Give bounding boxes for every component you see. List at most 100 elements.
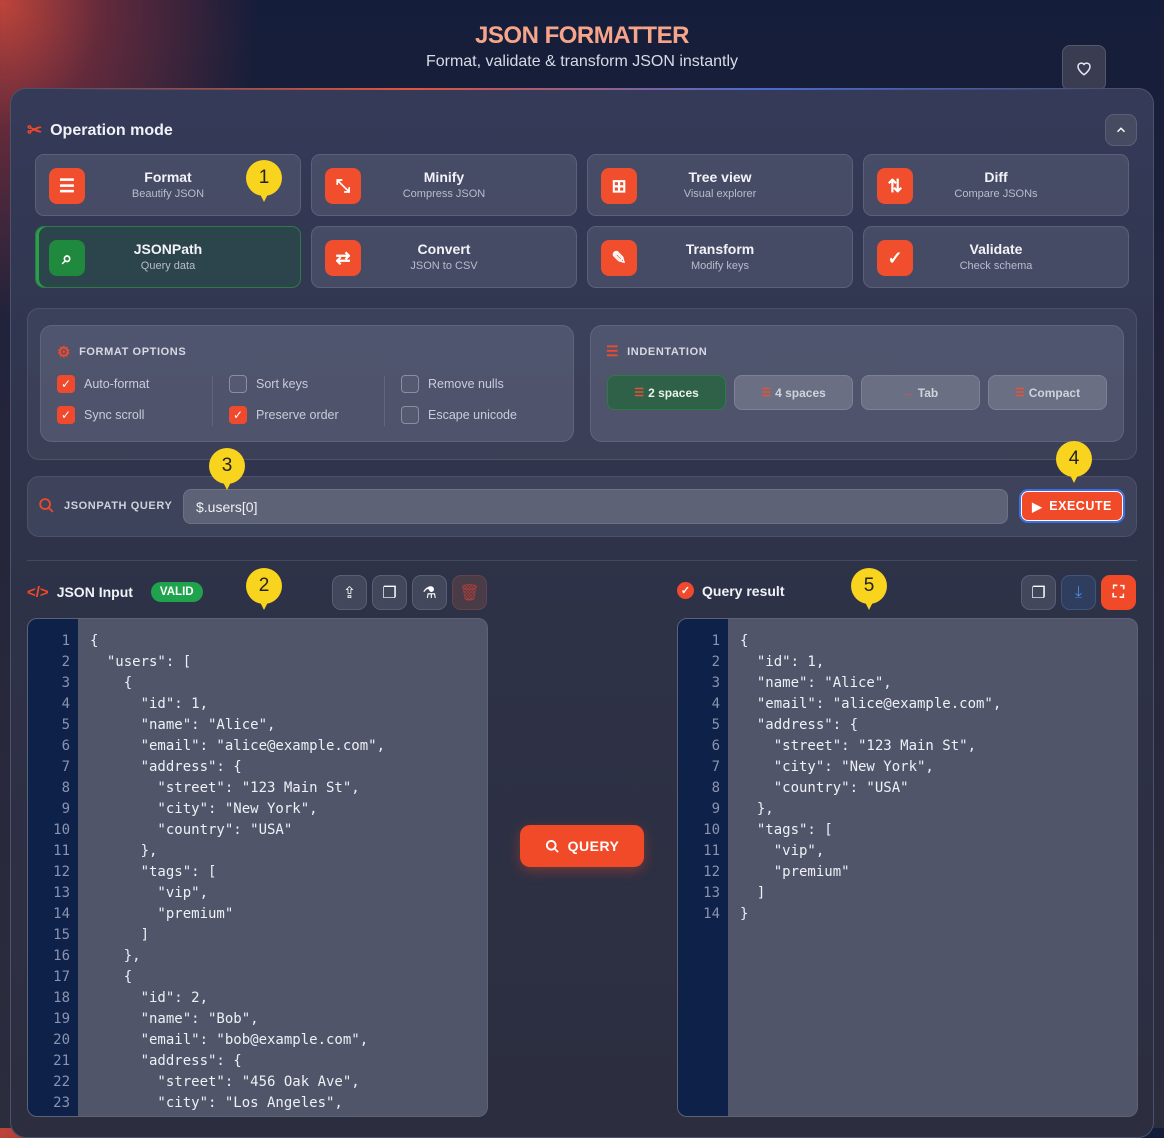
- format-options-panel: [40, 325, 574, 442]
- annotation-marker: 4: [1056, 441, 1092, 483]
- line-number: 23: [53, 1095, 70, 1111]
- sitemap-icon: ⊞: [601, 168, 637, 204]
- line-number: 2: [711, 654, 720, 670]
- option-checkbox[interactable]: Remove nulls: [401, 375, 504, 393]
- jsonpath-query-label: JSONPATH QUERY: [38, 497, 172, 514]
- indentation-header: ☰INDENTATION: [606, 343, 707, 360]
- code-line: "city": "New York",: [740, 759, 934, 775]
- check-circle-icon: ✓: [677, 582, 694, 599]
- query-label-text: JSONPATH QUERY: [64, 499, 173, 512]
- option-checkbox[interactable]: ✓ Preserve order: [229, 406, 339, 424]
- line-number: 10: [703, 822, 720, 838]
- checkbox[interactable]: ✓: [57, 406, 75, 424]
- sample-button[interactable]: ⚗: [412, 575, 447, 610]
- checkbox[interactable]: ✓: [229, 406, 247, 424]
- code-line: "city": "New York",: [90, 801, 318, 817]
- checkbox[interactable]: [229, 375, 247, 393]
- download-button[interactable]: ⤓: [1061, 575, 1096, 610]
- divider: [212, 376, 213, 426]
- fullscreen-button[interactable]: ⛶: [1101, 575, 1136, 610]
- code-line: {: [740, 633, 749, 649]
- code-line: "country": "USA": [90, 822, 293, 838]
- code-line: "country": "USA": [740, 780, 909, 796]
- upload-button[interactable]: ⇪: [332, 575, 367, 610]
- line-number: 1: [61, 633, 70, 649]
- indent-label: 4 spaces: [775, 385, 826, 400]
- code-line: "email": "alice@example.com",: [740, 696, 1002, 712]
- indent-label: 2 spaces: [648, 385, 699, 400]
- jsonpath-query-input[interactable]: [183, 489, 1008, 524]
- line-number: 13: [703, 885, 720, 901]
- line-number: 6: [61, 738, 70, 754]
- clear-button[interactable]: 🗑: [452, 575, 487, 610]
- indent-label: Compact: [1028, 385, 1081, 400]
- tools-icon: ✂: [27, 120, 43, 140]
- line-number: 7: [711, 759, 720, 775]
- line-number: 13: [53, 885, 70, 901]
- line-number: 10: [53, 822, 70, 838]
- annotation-marker: 5: [851, 568, 887, 610]
- code-line: "street": "123 Main St",: [90, 780, 360, 796]
- code-line: {: [90, 633, 99, 649]
- mode-title: Diff: [984, 169, 1008, 185]
- mode-subtitle: Modify keys: [690, 260, 750, 272]
- mode-subtitle: Check schema: [959, 260, 1033, 272]
- code-line: "name": "Alice",: [740, 675, 892, 691]
- option-checkbox[interactable]: Escape unicode: [401, 406, 517, 424]
- favorite-button[interactable]: [1062, 45, 1106, 91]
- indent-option[interactable]: ☰4 spaces: [734, 375, 853, 410]
- indent-option[interactable]: ☰Compact: [988, 375, 1107, 410]
- operation-mode-header: ✂Operation mode: [27, 120, 173, 141]
- line-number: 1: [711, 633, 720, 649]
- indent-icon: ☰: [761, 387, 772, 399]
- option-label: Preserve order: [256, 408, 339, 422]
- checkbox[interactable]: ✓: [57, 375, 75, 393]
- code-line: "address": {: [90, 759, 242, 775]
- option-checkbox[interactable]: Sort keys: [229, 375, 308, 393]
- paste-button[interactable]: ❐: [372, 575, 407, 610]
- indent-option[interactable]: ☰2 spaces: [607, 375, 726, 410]
- mode-subtitle: Beautify JSON: [131, 188, 205, 200]
- line-number: 3: [711, 675, 720, 691]
- query-button-label: QUERY: [567, 838, 620, 854]
- checkbox[interactable]: [401, 406, 419, 424]
- line-number: 19: [53, 1011, 70, 1027]
- option-checkbox[interactable]: ✓ Sync scroll: [57, 406, 144, 424]
- line-number: 7: [61, 759, 70, 775]
- code-line: "tags": [: [740, 822, 833, 838]
- line-number: 9: [61, 801, 70, 817]
- search-icon: [545, 839, 559, 853]
- option-label: Auto-format: [84, 377, 150, 391]
- line-number: 22: [53, 1074, 70, 1090]
- line-number: 5: [711, 717, 720, 733]
- code-line: },: [90, 948, 141, 964]
- code-line: "tags": [: [90, 864, 217, 880]
- line-number: 15: [53, 927, 70, 943]
- indent-option[interactable]: →Tab: [861, 375, 980, 410]
- query-button[interactable]: QUERY: [520, 825, 644, 867]
- line-number: 9: [711, 801, 720, 817]
- pen-icon: ✎: [601, 240, 637, 276]
- search-icon: [39, 498, 54, 513]
- copy-button[interactable]: ❐: [1021, 575, 1056, 610]
- json-input-code[interactable]: { "users": [ { "id": 1, "name": "Alice",…: [90, 631, 385, 1114]
- execute-button[interactable]: ▶EXECUTE: [1019, 489, 1125, 523]
- option-label: Sync scroll: [84, 408, 145, 422]
- code-line: "address": {: [740, 717, 859, 733]
- checkbox[interactable]: [401, 375, 419, 393]
- code-line: "premium": [90, 906, 234, 922]
- option-checkbox[interactable]: ✓ Auto-format: [57, 375, 149, 393]
- compress-icon: ⤡: [325, 168, 361, 204]
- format-options-title: FORMAT OPTIONS: [79, 346, 187, 358]
- collapse-button[interactable]: [1105, 114, 1137, 146]
